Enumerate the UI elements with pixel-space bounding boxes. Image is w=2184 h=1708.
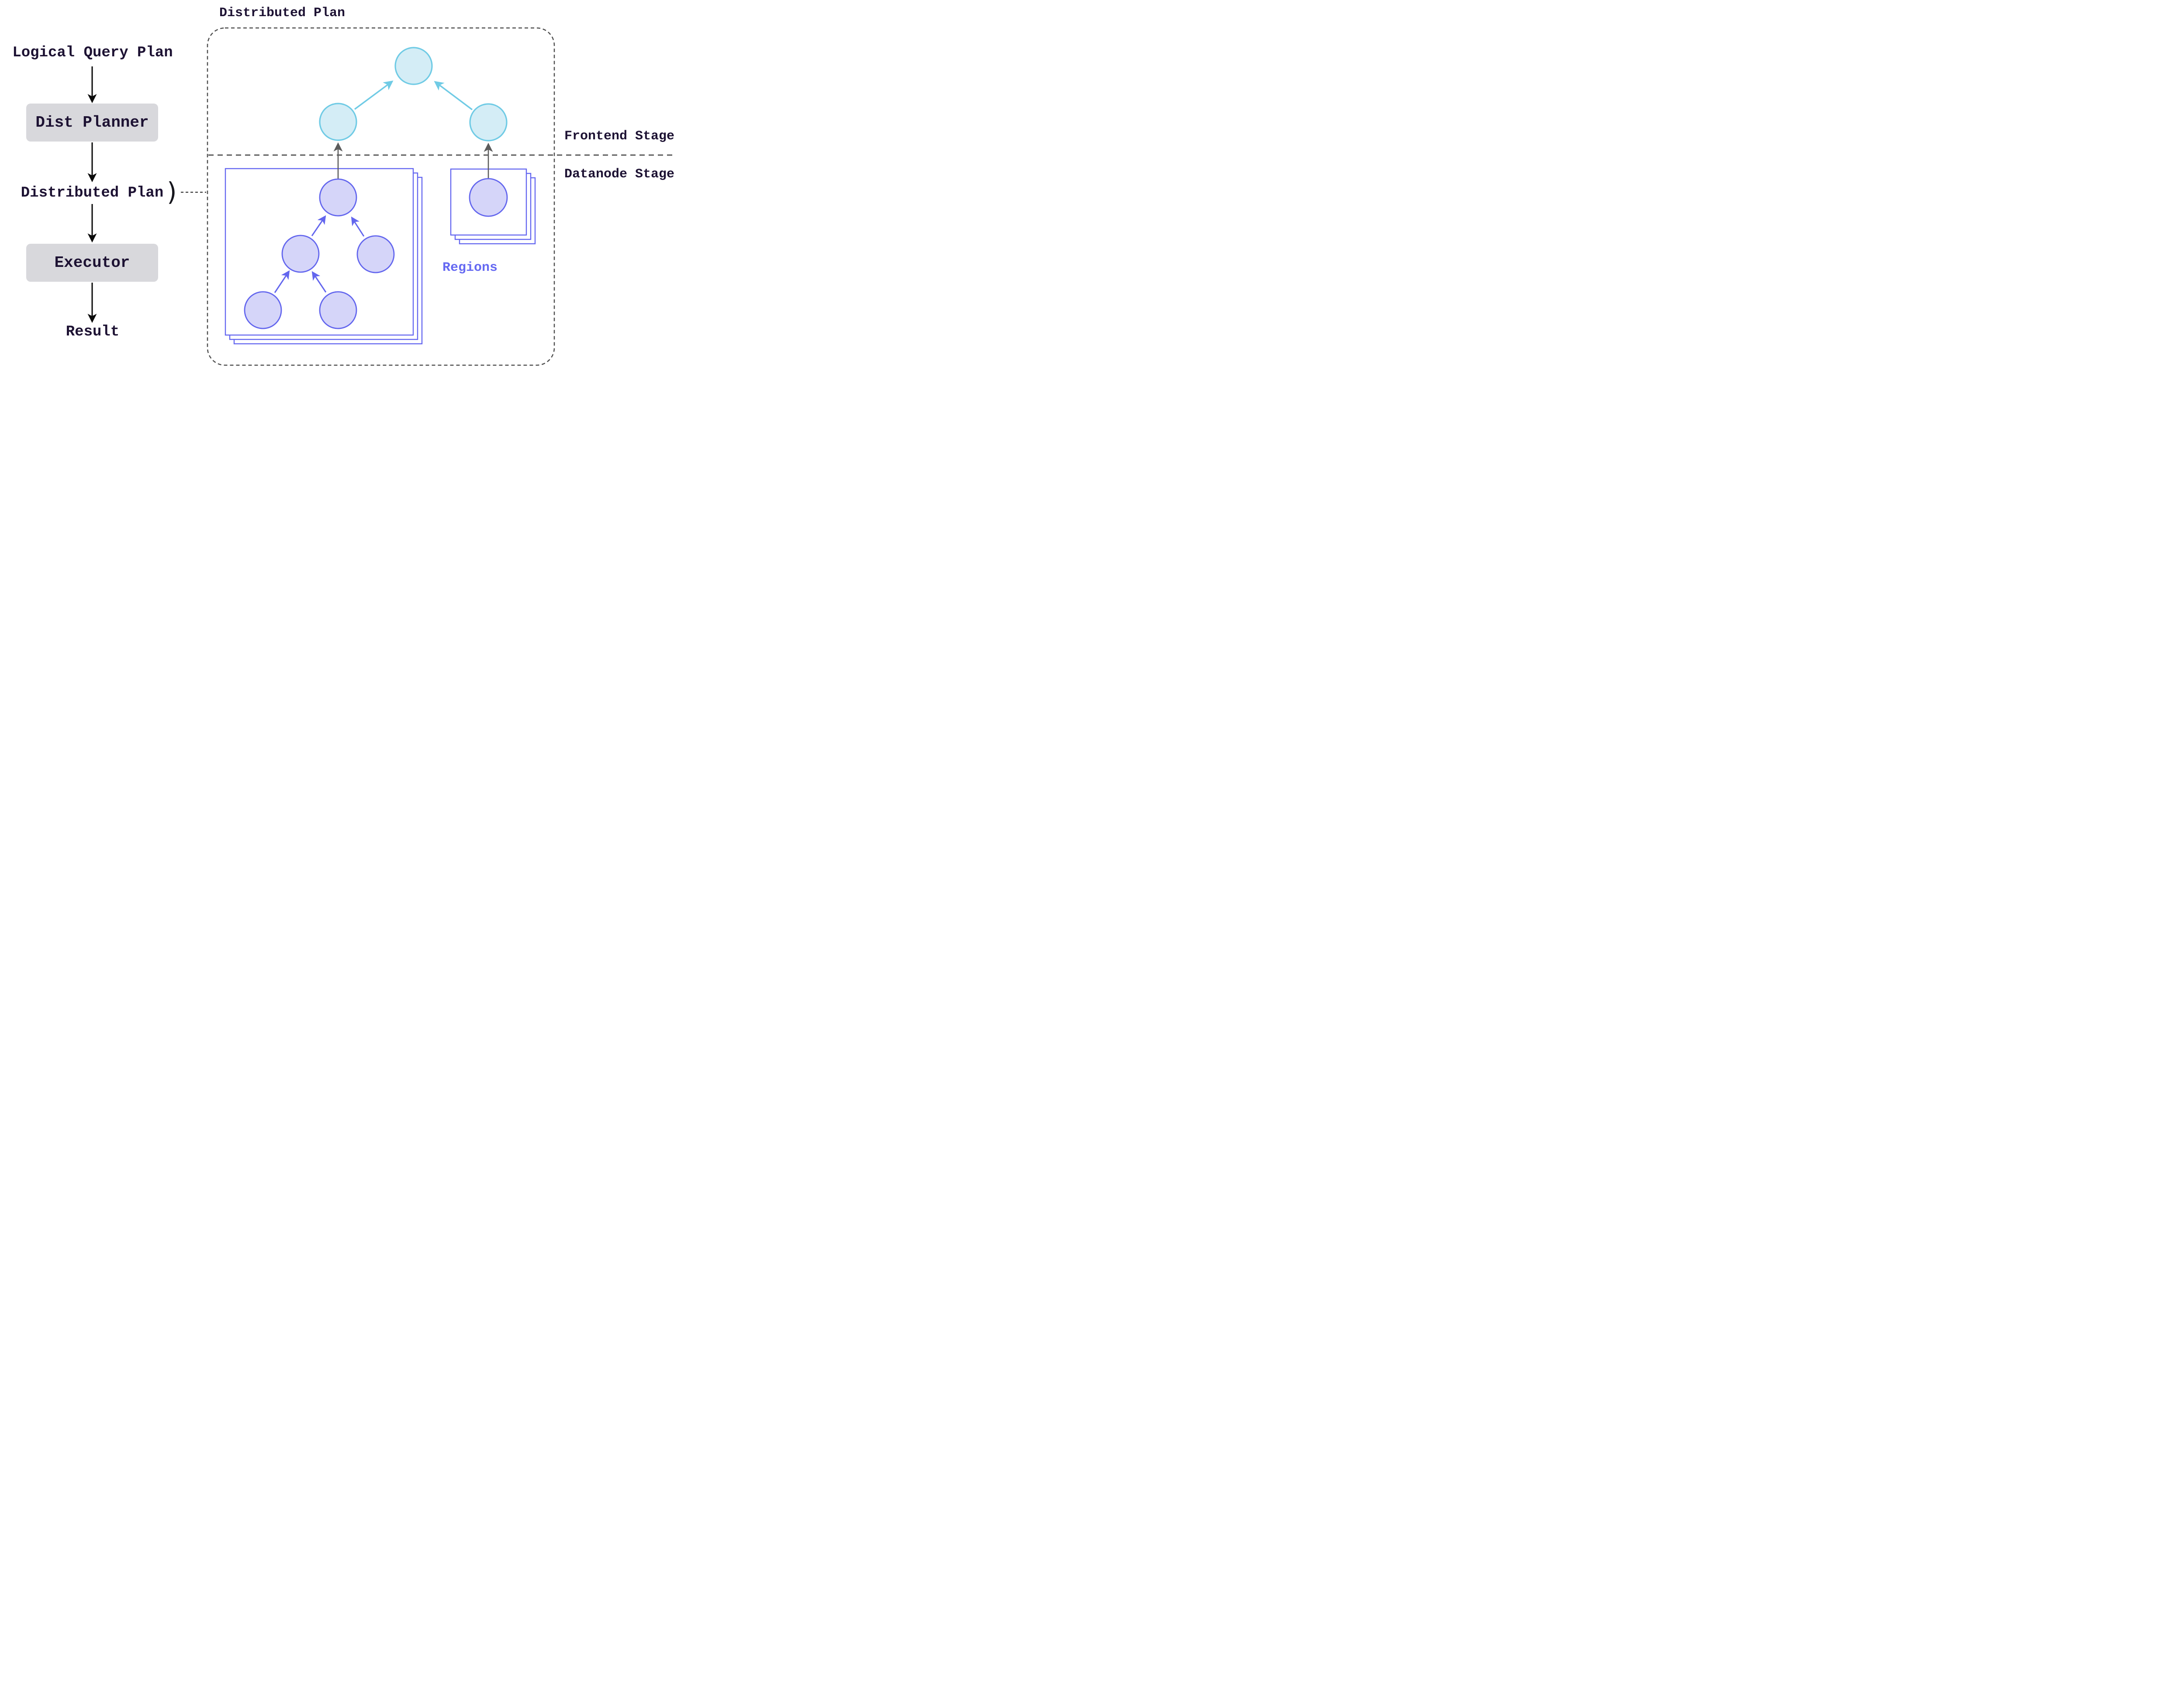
datanode-plan-node-mid-right: [356, 235, 395, 273]
arrow-leaf1-to-mid: [274, 270, 290, 293]
result-label: Result: [66, 324, 120, 340]
arrow-leaf2-to-mid: [311, 271, 327, 293]
frontend-plan-node-left: [319, 103, 357, 141]
frontend-plan-node-right: [469, 103, 508, 142]
executor-box: Executor: [26, 244, 158, 282]
executor-box-label: Executor: [54, 254, 130, 272]
dist-planner-box: Dist Planner: [26, 104, 158, 142]
arrow-frontend-right-to-root: [434, 81, 473, 111]
dist-planner-box-label: Dist Planner: [35, 114, 149, 131]
datanode-plan-node-root: [319, 178, 357, 217]
distributed-plan-output-label: Distributed Plan: [21, 185, 164, 201]
logical-query-plan-label: Logical Query Plan: [12, 45, 173, 61]
distributed-plan-region-border: [207, 27, 555, 366]
datanode-plan-node-mid-left: [281, 235, 320, 273]
diagram-graphics-layer: [87, 27, 675, 366]
frontend-plan-node-root: [394, 47, 433, 85]
datanode-plan-node-right-region: [469, 178, 508, 217]
arrow-mid2-to-root: [351, 216, 365, 237]
distributed-plan-region-title: Distributed Plan: [219, 6, 346, 21]
arrow-mid-to-root: [311, 215, 326, 236]
datanode-stage-label: Datanode Stage: [564, 167, 675, 182]
datanode-plan-node-leaf-right: [319, 291, 357, 329]
distributed-query-plan-diagram: Logical Query Plan Dist Planner Distribu…: [0, 0, 685, 367]
brace-glyph: ): [167, 177, 177, 207]
datanode-plan-node-leaf-left: [244, 291, 282, 329]
arrow-frontend-left-to-root: [354, 80, 394, 110]
frontend-stage-label: Frontend Stage: [564, 129, 675, 144]
regions-label: Regions: [442, 260, 498, 275]
